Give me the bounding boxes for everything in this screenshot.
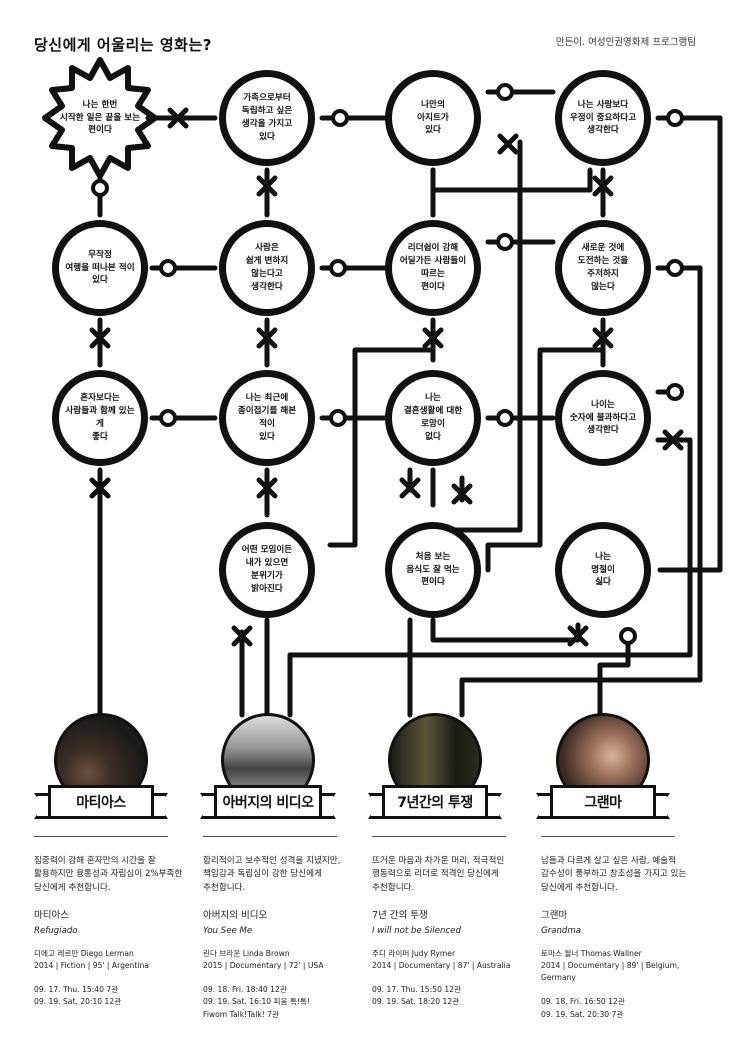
movie-banner-label: 마티아스 — [48, 785, 154, 819]
movie-director: 주디 라이머 Judy Rymer — [372, 948, 456, 958]
question-start: 나는 한번 시작한 일은 끝을 보는 편이다 — [52, 70, 148, 166]
movie-schedule: 09. 19. Sat. 16:10 피움 톡!톡! — [203, 997, 311, 1007]
question-text: 나는 결혼생활에 대한 로망이 없다 — [403, 393, 463, 442]
question-text: 나는 명절이 싫다 — [591, 551, 615, 588]
question-node: 가족으로부터 독립하고 싶은 생각을 가지고 있다 — [219, 70, 315, 166]
movie-banner: 그랜마 — [536, 785, 670, 819]
movie-title-kr: 그랜마 — [541, 909, 568, 921]
movie-schedule: 09. 19. Sat. 18:20 12관 — [372, 997, 460, 1007]
page-title: 당신에게 어울리는 영화는? — [34, 36, 212, 54]
movie-meta: 2014 | Documentary | 87' | Australia — [372, 961, 511, 971]
question-text: 나만의 아지트가 있다 — [417, 99, 449, 136]
movie-banner: 아버지의 비디오 — [200, 785, 336, 819]
question-text: 리더쉽이 강해 어딜가든 사람들이 따르는 편이다 — [399, 243, 467, 292]
question-node: 무작정 여행을 떠나본 적이 있다 — [52, 220, 148, 316]
movie-director: 토마스 윌너 Thomas Wallner — [541, 948, 642, 958]
movie-info-you-see-me: 합리적이고 보수적인 성격을 지녔지만, 책임감과 독립심이 강한 당신에게 추… — [203, 855, 353, 1021]
divider — [203, 836, 337, 837]
movie-title-en: I will not be Silenced — [372, 925, 461, 936]
question-text: 어떤 모임이든 내가 있으면 분위기가 밝아진다 — [241, 545, 293, 594]
movie-title-en: You See Me — [203, 925, 253, 936]
credit-line: 만든이. 여성인권영화제 프로그램팀 — [555, 37, 696, 48]
question-node: 나는 사랑보다 우정이 중요하다고 생각한다 — [555, 70, 651, 166]
question-text: 나는 사랑보다 우정이 중요하다고 생각한다 — [569, 99, 637, 136]
movie-title-en: Grandma — [541, 925, 581, 936]
divider — [372, 836, 506, 837]
movie-banner: 마티아스 — [34, 785, 168, 819]
movie-banner: 7년간의 투쟁 — [368, 785, 502, 819]
question-node: 리더쉽이 강해 어딜가든 사람들이 따르는 편이다 — [385, 220, 481, 316]
movie-title-kr: 아버지의 비디오 — [203, 909, 268, 921]
question-text: 나는 최근에 종이접기를 해본 적이 있다 — [237, 393, 297, 442]
movie-info-seven-years: 뜨거운 마음과 차가운 머리, 적극적인 행동력으로 리더로 적격인 당신에게 … — [372, 855, 522, 1009]
question-node: 나이는 숫자에 불과하다고 생각한다 — [555, 370, 651, 466]
movie-meta: 2014 | Fiction | 95' | Argentina — [34, 961, 149, 971]
movie-description: 집중력이 강해 혼자만의 시간을 잘 활용하지만 융통성과 자립심이 2%부족한… — [34, 856, 183, 893]
question-node: 사람은 쉽게 변하지 않는다고 생각한다 — [219, 220, 315, 316]
question-text: 사람은 쉽게 변하지 않는다고 생각한다 — [245, 243, 289, 292]
question-text: 가족으로부터 독립하고 싶은 생각을 가지고 있다 — [241, 93, 293, 142]
movie-banner-label: 그랜마 — [550, 785, 656, 819]
movie-meta: 2015 | Documentary | 72' | USA — [203, 961, 324, 971]
question-node: 나는 명절이 싫다 — [555, 522, 651, 618]
movie-title-kr: 7년 간의 투쟁 — [372, 909, 428, 921]
question-text: 무작정 여행을 떠나본 적이 있다 — [65, 249, 135, 286]
movie-description: 남들과 다르게 살고 싶은 사람, 예술적 감수성이 풍부하고 창조성을 가지고… — [541, 856, 687, 893]
divider — [34, 836, 168, 837]
divider — [541, 836, 675, 837]
movie-info-matias: 집중력이 강해 혼자만의 시간을 잘 활용하지만 융통성과 자립심이 2%부족한… — [34, 855, 184, 1009]
movie-schedule: 09. 19. Sat. 20:10 12관 — [34, 997, 122, 1007]
movie-description: 합리적이고 보수적인 성격을 지녔지만, 책임감과 독립심이 강한 당신에게 추… — [203, 856, 341, 893]
movie-schedule: 09. 17. Thu. 15:40 7관 — [34, 985, 119, 995]
movie-info-grandma: 남들과 다르게 살고 싶은 사람, 예술적 감수성이 풍부하고 창조성을 가지고… — [541, 855, 691, 1021]
question-node: 나만의 아지트가 있다 — [385, 70, 481, 166]
question-node: 새로운 것에 도전하는 것을 주저하지 않는다 — [555, 220, 651, 316]
question-node: 혼자보다는 사람들과 함께 있는 게 좋다 — [52, 370, 148, 466]
movie-schedule: Fiwom Talk!Talk! 7관 — [203, 1009, 279, 1019]
movie-director: 린다 브라운 Linda Brown — [203, 948, 290, 958]
movie-description: 뜨거운 마음과 차가운 머리, 적극적인 행동력으로 리더로 적격인 당신에게 … — [372, 856, 505, 893]
movie-banner-label: 7년간의 투쟁 — [382, 785, 488, 819]
movie-title-kr: 마티아스 — [34, 909, 69, 921]
question-text: 새로운 것에 도전하는 것을 주저하지 않는다 — [577, 243, 629, 292]
question-text: 나이는 숫자에 불과하다고 생각한다 — [569, 399, 637, 436]
movie-meta: 2014 | Documentary | 89' | Belgium, Germ… — [541, 961, 680, 983]
question-node: 처음 보는 음식도 잘 먹는 편이다 — [385, 522, 481, 618]
movie-schedule: 09. 18. Fri. 18:40 12관 — [203, 985, 287, 995]
movie-director: 디에고 레르만 Diego Lerman — [34, 948, 134, 958]
question-node: 나는 최근에 종이접기를 해본 적이 있다 — [219, 370, 315, 466]
movie-schedule: 09. 17. Thu. 15:50 12관 — [372, 985, 462, 995]
question-node: 나는 결혼생활에 대한 로망이 없다 — [385, 370, 481, 466]
movie-title-en: Refugiado — [34, 925, 78, 936]
movie-schedule: 09. 19. Sat. 20:30 7관 — [541, 1009, 624, 1019]
question-text: 나는 한번 시작한 일은 끝을 보는 편이다 — [59, 99, 141, 136]
question-text: 혼자보다는 사람들과 함께 있는 게 좋다 — [65, 393, 135, 442]
movie-banner-label: 아버지의 비디오 — [214, 785, 322, 819]
question-text: 처음 보는 음식도 잘 먹는 편이다 — [406, 551, 460, 588]
question-node: 어떤 모임이든 내가 있으면 분위기가 밝아진다 — [219, 522, 315, 618]
movie-schedule: 09. 18. Fri. 16:50 12관 — [541, 997, 625, 1007]
